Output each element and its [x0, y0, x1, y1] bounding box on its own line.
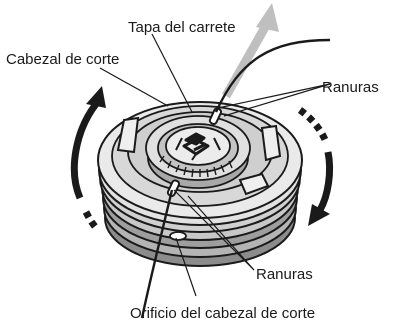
head-hole [169, 231, 187, 241]
label-slots-bottom: Ranuras [256, 266, 313, 283]
label-spool-cap: Tapa del carrete [128, 19, 236, 36]
leader-lines [99, 33, 331, 297]
trimmer-line [140, 38, 331, 319]
rotation-arrow-right-icon [297, 107, 334, 226]
lock-symbol-icon [175, 132, 221, 161]
side-tabs [116, 116, 282, 196]
label-head-hole: Orificio del cabezal de corte [130, 305, 315, 322]
rotation-arrow-left-icon [70, 86, 106, 233]
label-slots-top: Ranuras [322, 79, 379, 96]
label-cutting-head: Cabezal de corte [6, 51, 119, 68]
